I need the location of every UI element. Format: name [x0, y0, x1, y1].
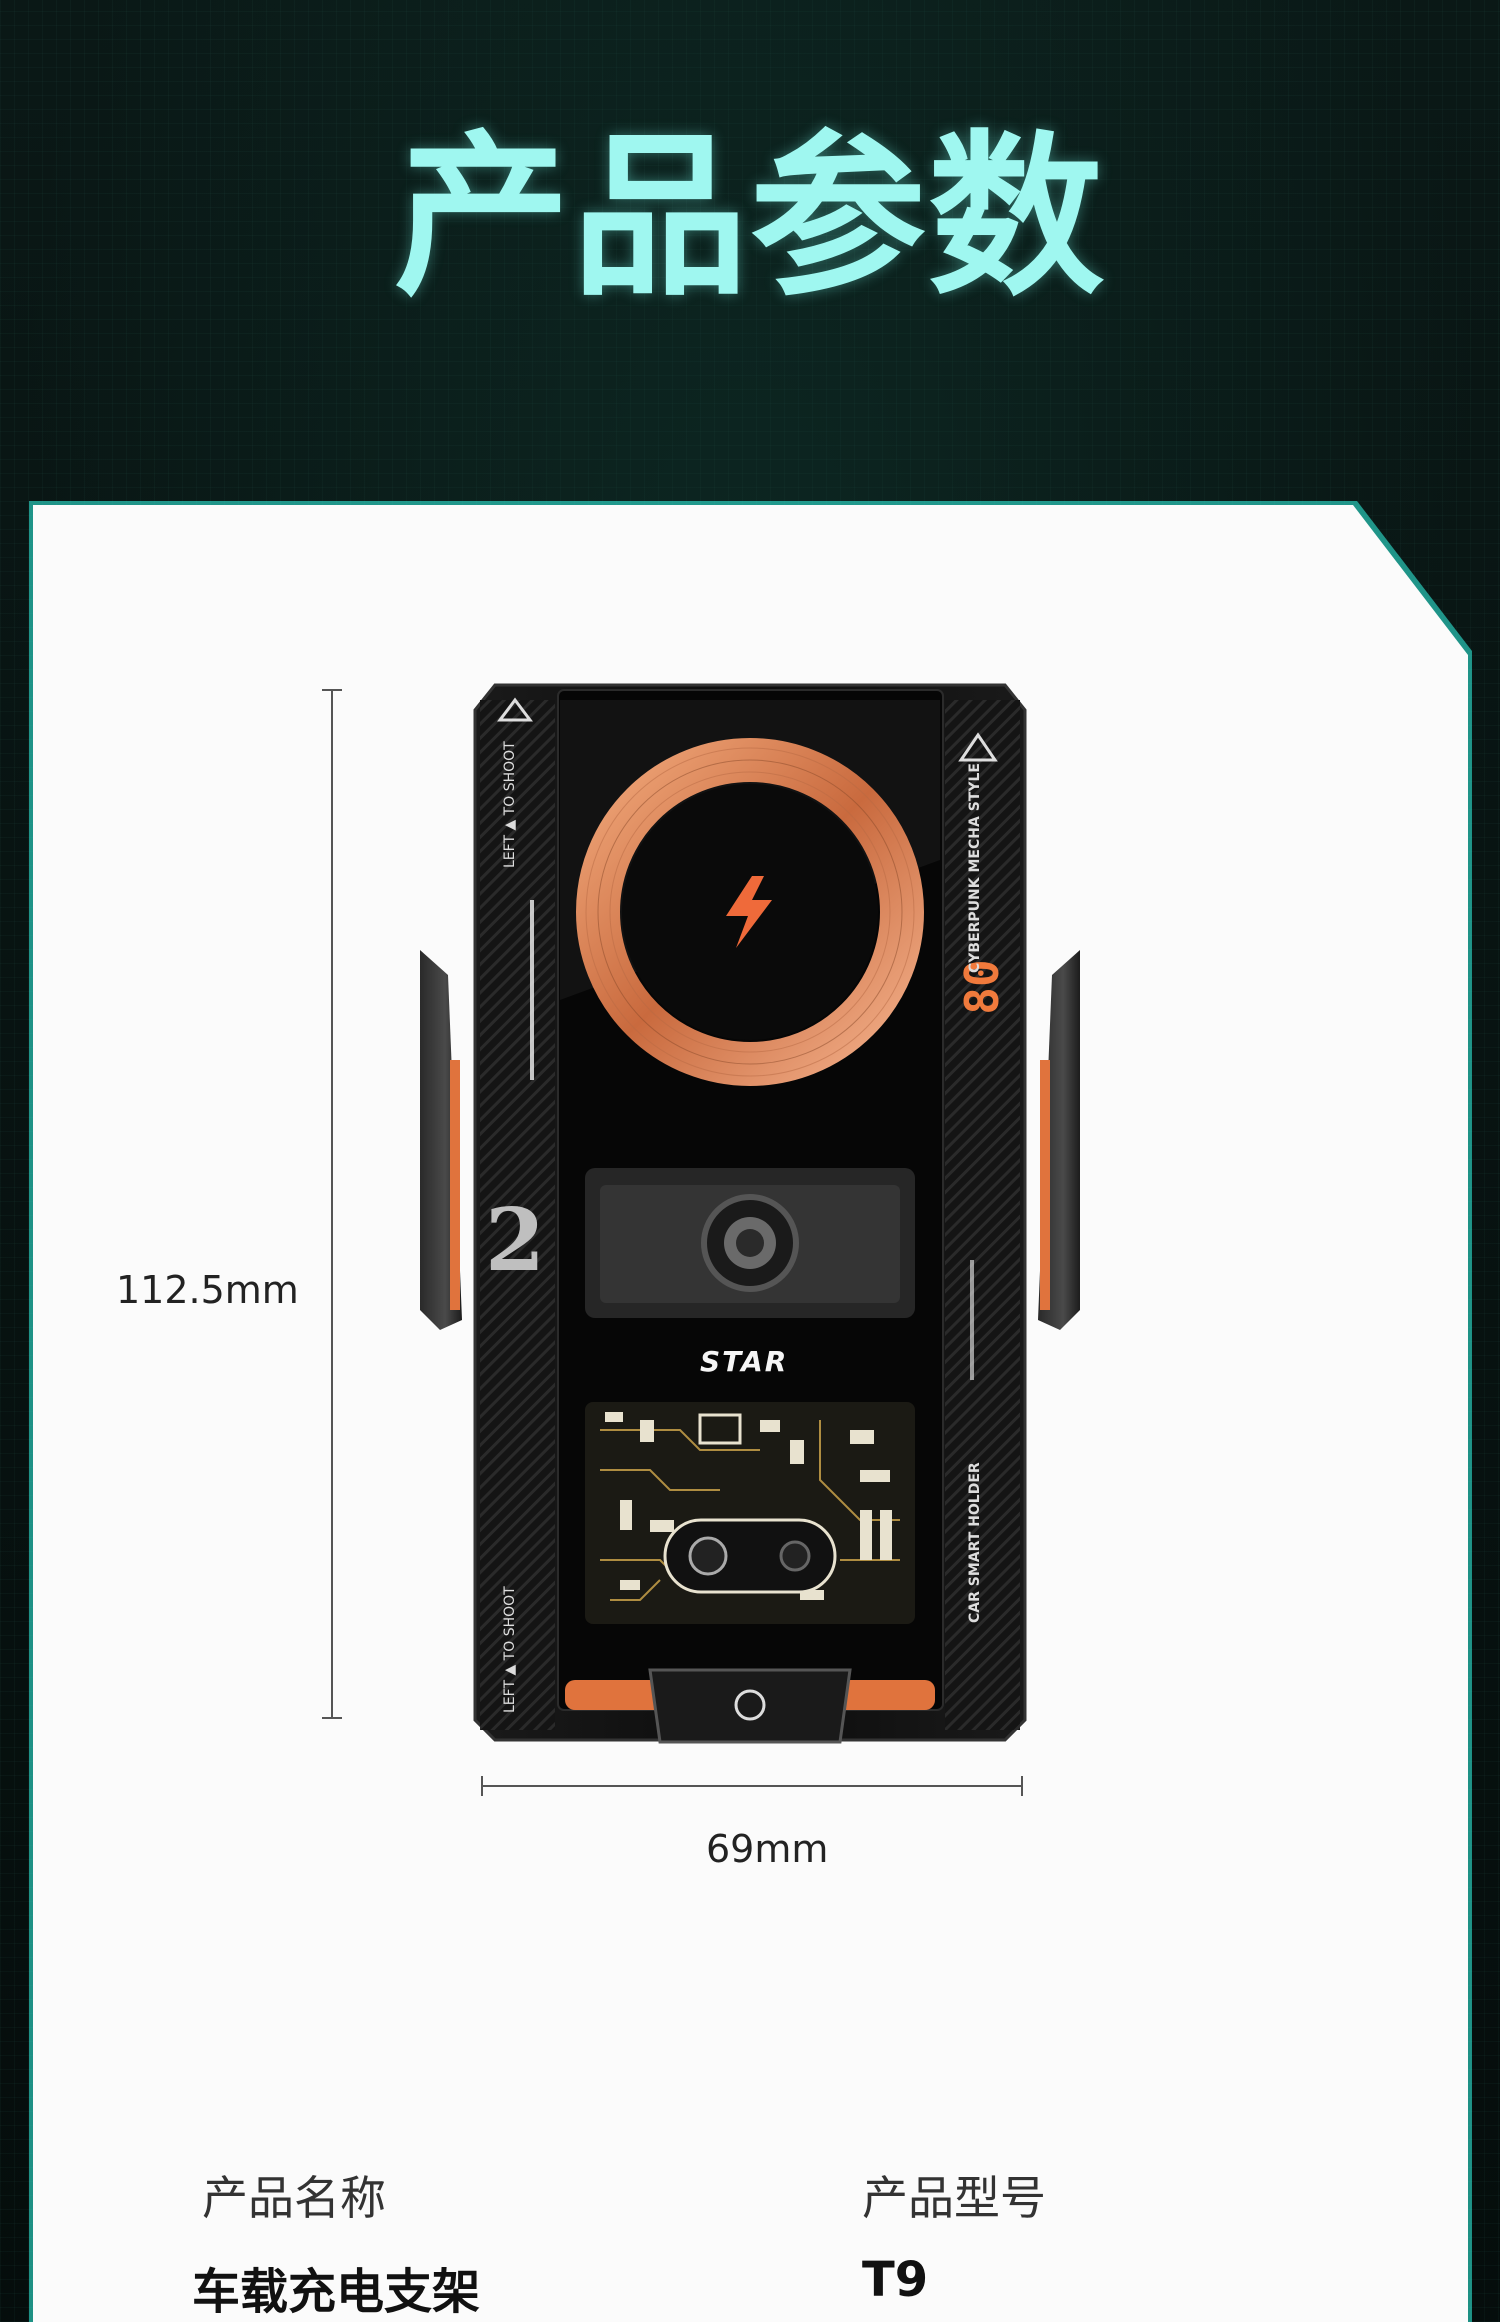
- height-dimension-label: 112.5mm: [116, 1268, 299, 1312]
- spec-model-label: 产品型号: [862, 2171, 1046, 2225]
- circuit-board: [585, 1402, 915, 1624]
- spec-name-label: 产品名称: [202, 2171, 386, 2225]
- height-dimension-line: [322, 689, 342, 1719]
- device-side-text-right-bottom: CAR SMART HOLDER: [967, 1462, 983, 1623]
- device-side-text-left-top: LEFT ▲ TO SHOOT: [502, 741, 518, 868]
- width-dimension-label: 69mm: [706, 1827, 829, 1871]
- width-dimension-line: [481, 1776, 1023, 1796]
- device-brand-label: STAR: [700, 1345, 789, 1378]
- page-title: 产品参数: [393, 115, 1106, 320]
- clamp-mechanism: [585, 1168, 915, 1318]
- lightning-icon: [726, 876, 772, 948]
- device-side-text-right-top: CYBERPUNK MECHA STYLE: [967, 763, 983, 973]
- right-clamp-arm: [1038, 950, 1080, 1330]
- spec-model-value: T9: [862, 2252, 929, 2308]
- device-number-2: 2: [485, 1190, 545, 1291]
- device-side-text-left-bottom: LEFT ▲ TO SHOOT: [502, 1586, 518, 1713]
- bottom-support: [565, 1668, 935, 1744]
- left-clamp-arm: [420, 950, 462, 1330]
- spec-name-value: 车载充电支架: [192, 2264, 481, 2320]
